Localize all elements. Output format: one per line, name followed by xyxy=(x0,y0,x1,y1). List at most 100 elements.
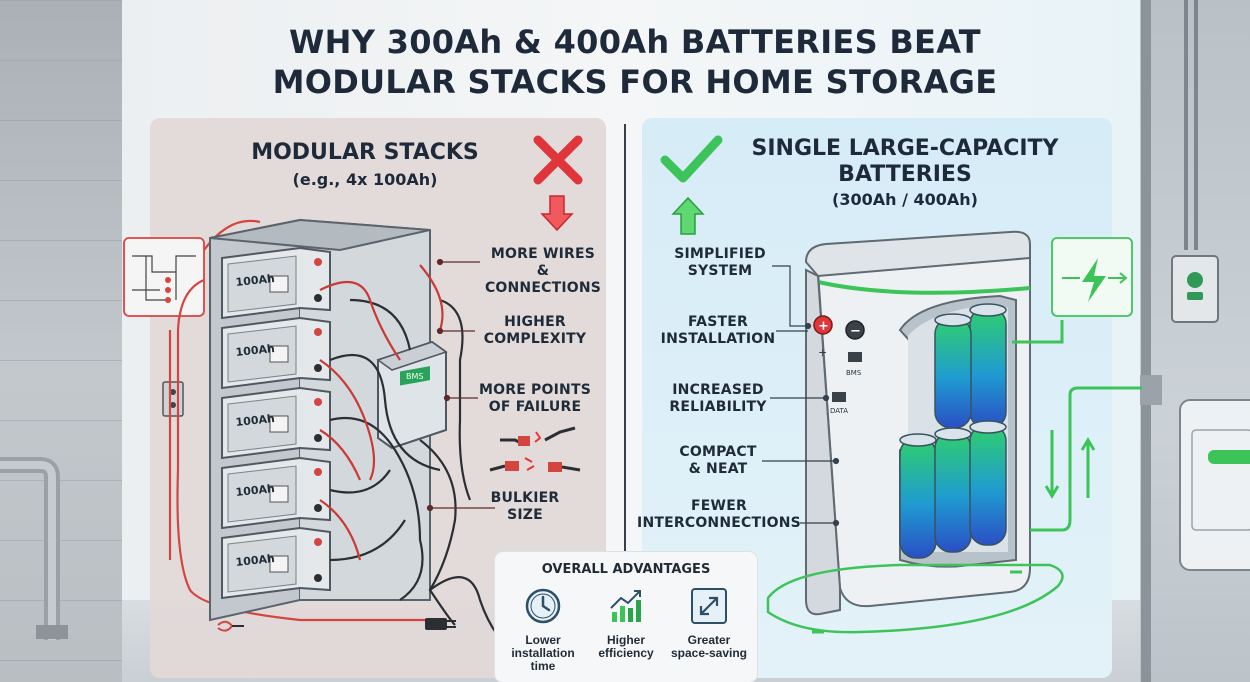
advantage-line: efficiency xyxy=(598,646,654,660)
battery-module: 100Ah xyxy=(221,456,331,530)
module-terminal xyxy=(314,294,322,302)
advantage-higher-efficiency: Higher efficiency xyxy=(584,586,668,660)
label-line: & CONNECTIONS xyxy=(484,263,602,296)
label-line: HIGHER xyxy=(504,314,566,330)
bms-module: BMS xyxy=(376,340,448,450)
panel-divider xyxy=(624,124,626,554)
battery-capacity-label: 100Ah xyxy=(235,552,275,569)
plus-symbol: + xyxy=(818,319,829,334)
advantage-line: time xyxy=(530,659,556,673)
label-line: INCREASED xyxy=(672,382,764,398)
ceiling-conduits xyxy=(1140,0,1198,682)
advantage-label: Higher efficiency xyxy=(584,634,668,660)
label-compact-neat: COMPACT & NEAT xyxy=(664,444,772,478)
left-wall-texture xyxy=(0,0,122,682)
advantage-label: Lower installation time xyxy=(501,634,585,673)
module-terminal xyxy=(314,504,322,512)
label-line: INSTALLATION xyxy=(660,331,776,347)
battery-module: 100Ah xyxy=(221,526,331,600)
battery-capacity-label: 100Ah xyxy=(235,412,275,429)
advantage-line: Greater xyxy=(687,633,731,647)
bms-port-label: BMS xyxy=(846,369,862,377)
advantage-label: Greater space-saving xyxy=(667,634,751,660)
black-cabling xyxy=(329,298,531,652)
advantage-lower-installation-time: Lower installation time xyxy=(501,586,585,673)
barcode-sticker xyxy=(269,275,289,293)
label-line: RELIABILITY xyxy=(669,399,767,415)
title-line-2: MODULAR STACKS FOR HOME STORAGE xyxy=(272,63,998,101)
expand-icon xyxy=(691,588,727,624)
module-terminal xyxy=(314,434,322,442)
check-icon xyxy=(660,135,723,183)
title-line-1: WHY 300Ah & 400Ah BATTERIES BEAT xyxy=(289,23,981,61)
label-line: SYSTEM xyxy=(687,263,753,279)
battery-module: 100Ah xyxy=(221,316,331,390)
left-pointers xyxy=(426,258,495,512)
label-simplified-system: SIMPLIFIED SYSTEM xyxy=(660,246,780,280)
label-line: COMPACT xyxy=(679,444,757,460)
modular-stacks-heading: MODULAR STACKS xyxy=(251,140,479,165)
positive-terminal-icon: + xyxy=(813,315,833,335)
module-terminal xyxy=(314,328,322,336)
large-battery-heading-line-1: SINGLE LARGE-CAPACITY xyxy=(751,136,1059,161)
green-power-line xyxy=(1012,320,1142,532)
battery-capacity-label: 100Ah xyxy=(235,342,275,359)
label-bulkier-size: BULKIER SIZE xyxy=(480,490,570,524)
label-line: OF FAILURE xyxy=(488,399,582,415)
module-terminal xyxy=(314,574,322,582)
label-line: MORE POINTS xyxy=(479,382,591,398)
battery-cells xyxy=(899,303,1007,559)
advantage-line: Higher xyxy=(606,633,645,647)
label-line: INTERCONNECTIONS xyxy=(637,515,801,531)
arrow-up-icon xyxy=(671,196,705,235)
bms-text: BMS xyxy=(406,372,423,381)
label-line: SIMPLIFIED xyxy=(674,246,766,262)
advantage-line: space-saving xyxy=(670,646,748,660)
label-higher-complexity: HIGHER COMPLEXITY xyxy=(470,314,600,348)
label-fewer-interconnections: FEWER INTERCONNECTIONS xyxy=(634,498,804,532)
label-faster-installation: FASTER INSTALLATION xyxy=(654,314,782,348)
large-battery-subheading: (300Ah / 400Ah) xyxy=(832,190,978,209)
modular-stacks-subheading: (e.g., 4x 100Ah) xyxy=(292,170,438,189)
battery-capacity-label: 100Ah xyxy=(235,272,275,289)
label-line: COMPLEXITY xyxy=(483,331,587,347)
advantage-line: Lower xyxy=(525,633,561,647)
battery-module: 100Ah xyxy=(221,386,331,460)
module-terminal xyxy=(314,364,322,372)
overall-advantages-card: OVERALL ADVANTAGES Lower installation ti… xyxy=(495,552,757,682)
bms-port-icon: BMS xyxy=(846,352,862,377)
wall-pipe xyxy=(0,457,68,640)
label-line: FEWER xyxy=(691,498,747,514)
module-terminal xyxy=(314,538,322,546)
large-battery-heading-line-2: BATTERIES xyxy=(838,162,972,187)
label-more-points-of-failure: MORE POINTS OF FAILURE xyxy=(470,382,600,416)
label-line: BULKIER xyxy=(490,490,560,506)
label-more-wires: MORE WIRES & CONNECTIONS xyxy=(478,246,608,297)
right-pointers xyxy=(762,265,840,527)
label-increased-reliability: INCREASED RELIABILITY xyxy=(654,382,782,416)
module-terminal xyxy=(314,398,322,406)
data-port-label: DATA xyxy=(830,407,848,415)
inverter-unit xyxy=(1179,399,1250,571)
wiring-schematic xyxy=(123,237,205,317)
rack-red-cables xyxy=(319,264,444,561)
barcode-sticker xyxy=(269,345,289,363)
label-line: SIZE xyxy=(507,507,543,523)
battery-capacity-label: 100Ah xyxy=(235,482,275,499)
label-line: FASTER xyxy=(688,314,748,330)
modular-battery-rack: 100Ah 100Ah 100Ah 100Ah 100Ah xyxy=(209,218,431,622)
battery-module: 100Ah xyxy=(221,246,331,320)
advantage-line: installation xyxy=(511,646,575,660)
barcode-sticker xyxy=(269,555,289,573)
module-terminal xyxy=(314,468,322,476)
label-line: MORE WIRES xyxy=(490,246,596,262)
lightning-card xyxy=(1051,237,1133,317)
wall-junction-box xyxy=(162,381,184,417)
minus-symbol: − xyxy=(850,324,861,339)
module-terminal xyxy=(314,258,322,266)
advantages-title: OVERALL ADVANTAGES xyxy=(541,562,711,577)
negative-terminal-icon: − xyxy=(845,320,865,340)
large-battery-heading: SINGLE LARGE-CAPACITY BATTERIES xyxy=(730,136,1080,188)
label-line: & NEAT xyxy=(688,461,748,477)
